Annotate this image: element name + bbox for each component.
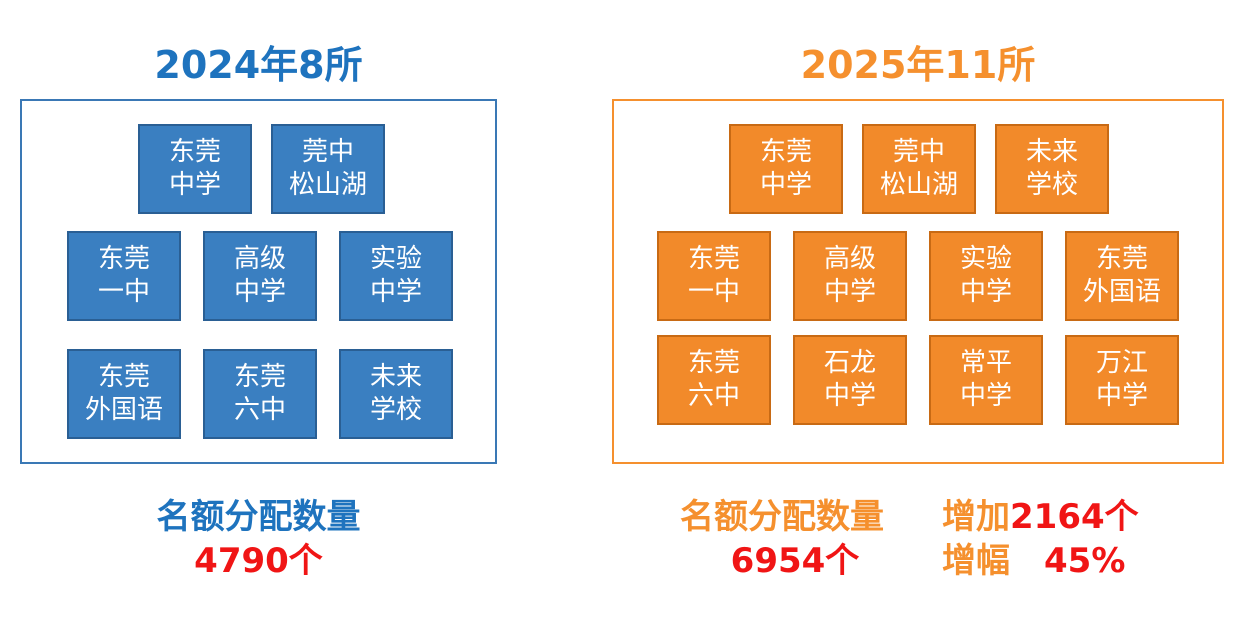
growth-line: 增幅 45% xyxy=(942,541,1125,581)
school-name-line2: 中学 xyxy=(959,381,1012,411)
increase-value: 2164个 xyxy=(1010,497,1139,537)
school-name-line2: 六中 xyxy=(233,395,286,425)
school-name-line2: 一中 xyxy=(687,277,740,307)
increase-label: 增加 xyxy=(942,497,1010,537)
school-name-line2: 松山湖 xyxy=(288,170,367,200)
school-name-line2: 六中 xyxy=(687,381,740,411)
right-quota-label: 名额分配数量 xyxy=(680,497,884,537)
school-name-line1: 东莞 xyxy=(97,244,150,274)
school-box: 东莞 中学 xyxy=(729,124,843,214)
right-title: 2025年11所 xyxy=(800,43,1036,87)
school-name-line2: 外国语 xyxy=(1082,277,1161,307)
school-name-line1: 莞中 xyxy=(301,137,354,167)
school-name-line1: 莞中 xyxy=(892,137,945,167)
school-name-line2: 中学 xyxy=(168,170,221,200)
school-box: 东莞 一中 xyxy=(67,231,181,321)
school-box: 实验 中学 xyxy=(339,231,453,321)
school-name-line2: 学校 xyxy=(369,395,422,425)
school-name-line1: 东莞 xyxy=(1095,244,1148,274)
right-quota-value: 6954个 xyxy=(730,541,860,581)
school-name-line1: 实验 xyxy=(369,244,422,274)
growth-label: 增幅 xyxy=(942,541,1010,581)
school-box: 东莞 外国语 xyxy=(1065,231,1179,321)
school-box: 莞中 松山湖 xyxy=(862,124,976,214)
school-box: 石龙 中学 xyxy=(793,335,907,425)
school-name-line1: 未来 xyxy=(1025,137,1078,167)
school-box: 高级 中学 xyxy=(793,231,907,321)
school-box: 东莞 中学 xyxy=(138,124,252,214)
left-quota-label: 名额分配数量 xyxy=(156,497,361,537)
school-name-line1: 东莞 xyxy=(687,244,740,274)
left-title: 2024年8所 xyxy=(154,43,363,87)
school-box: 未来 学校 xyxy=(339,349,453,439)
school-name-line1: 高级 xyxy=(823,244,876,274)
increase-line: 增加2164个 xyxy=(942,497,1139,537)
school-box: 莞中 松山湖 xyxy=(271,124,385,214)
school-box: 东莞 外国语 xyxy=(67,349,181,439)
school-name-line2: 中学 xyxy=(759,170,812,200)
school-name-line2: 中学 xyxy=(233,277,286,307)
school-name-line1: 东莞 xyxy=(759,137,812,167)
school-name-line2: 外国语 xyxy=(84,395,163,425)
school-name-line2: 一中 xyxy=(97,277,150,307)
growth-value: 45% xyxy=(1044,541,1126,581)
school-name-line2: 学校 xyxy=(1025,170,1078,200)
school-name-line1: 万江 xyxy=(1095,348,1148,378)
school-box: 高级 中学 xyxy=(203,231,317,321)
school-name-line2: 中学 xyxy=(823,277,876,307)
school-name-line1: 实验 xyxy=(959,244,1012,274)
school-box: 万江 中学 xyxy=(1065,335,1179,425)
school-name-line1: 高级 xyxy=(233,244,286,274)
school-name-line1: 东莞 xyxy=(687,348,740,378)
school-box: 东莞 六中 xyxy=(203,349,317,439)
school-name-line1: 东莞 xyxy=(233,362,286,392)
school-box: 实验 中学 xyxy=(929,231,1043,321)
school-box: 东莞 一中 xyxy=(657,231,771,321)
school-name-line1: 石龙 xyxy=(823,348,876,378)
school-name-line2: 松山湖 xyxy=(879,170,958,200)
school-name-line2: 中学 xyxy=(1095,381,1148,411)
school-name-line1: 未来 xyxy=(369,362,422,392)
school-box: 东莞 六中 xyxy=(657,335,771,425)
left-quota-value: 4790个 xyxy=(194,541,323,581)
school-name-line2: 中学 xyxy=(823,381,876,411)
school-box: 常平 中学 xyxy=(929,335,1043,425)
school-name-line2: 中学 xyxy=(959,277,1012,307)
school-name-line1: 东莞 xyxy=(168,137,221,167)
school-name-line1: 东莞 xyxy=(97,362,150,392)
school-box: 未来 学校 xyxy=(995,124,1109,214)
school-name-line1: 常平 xyxy=(959,348,1012,378)
school-name-line2: 中学 xyxy=(369,277,422,307)
